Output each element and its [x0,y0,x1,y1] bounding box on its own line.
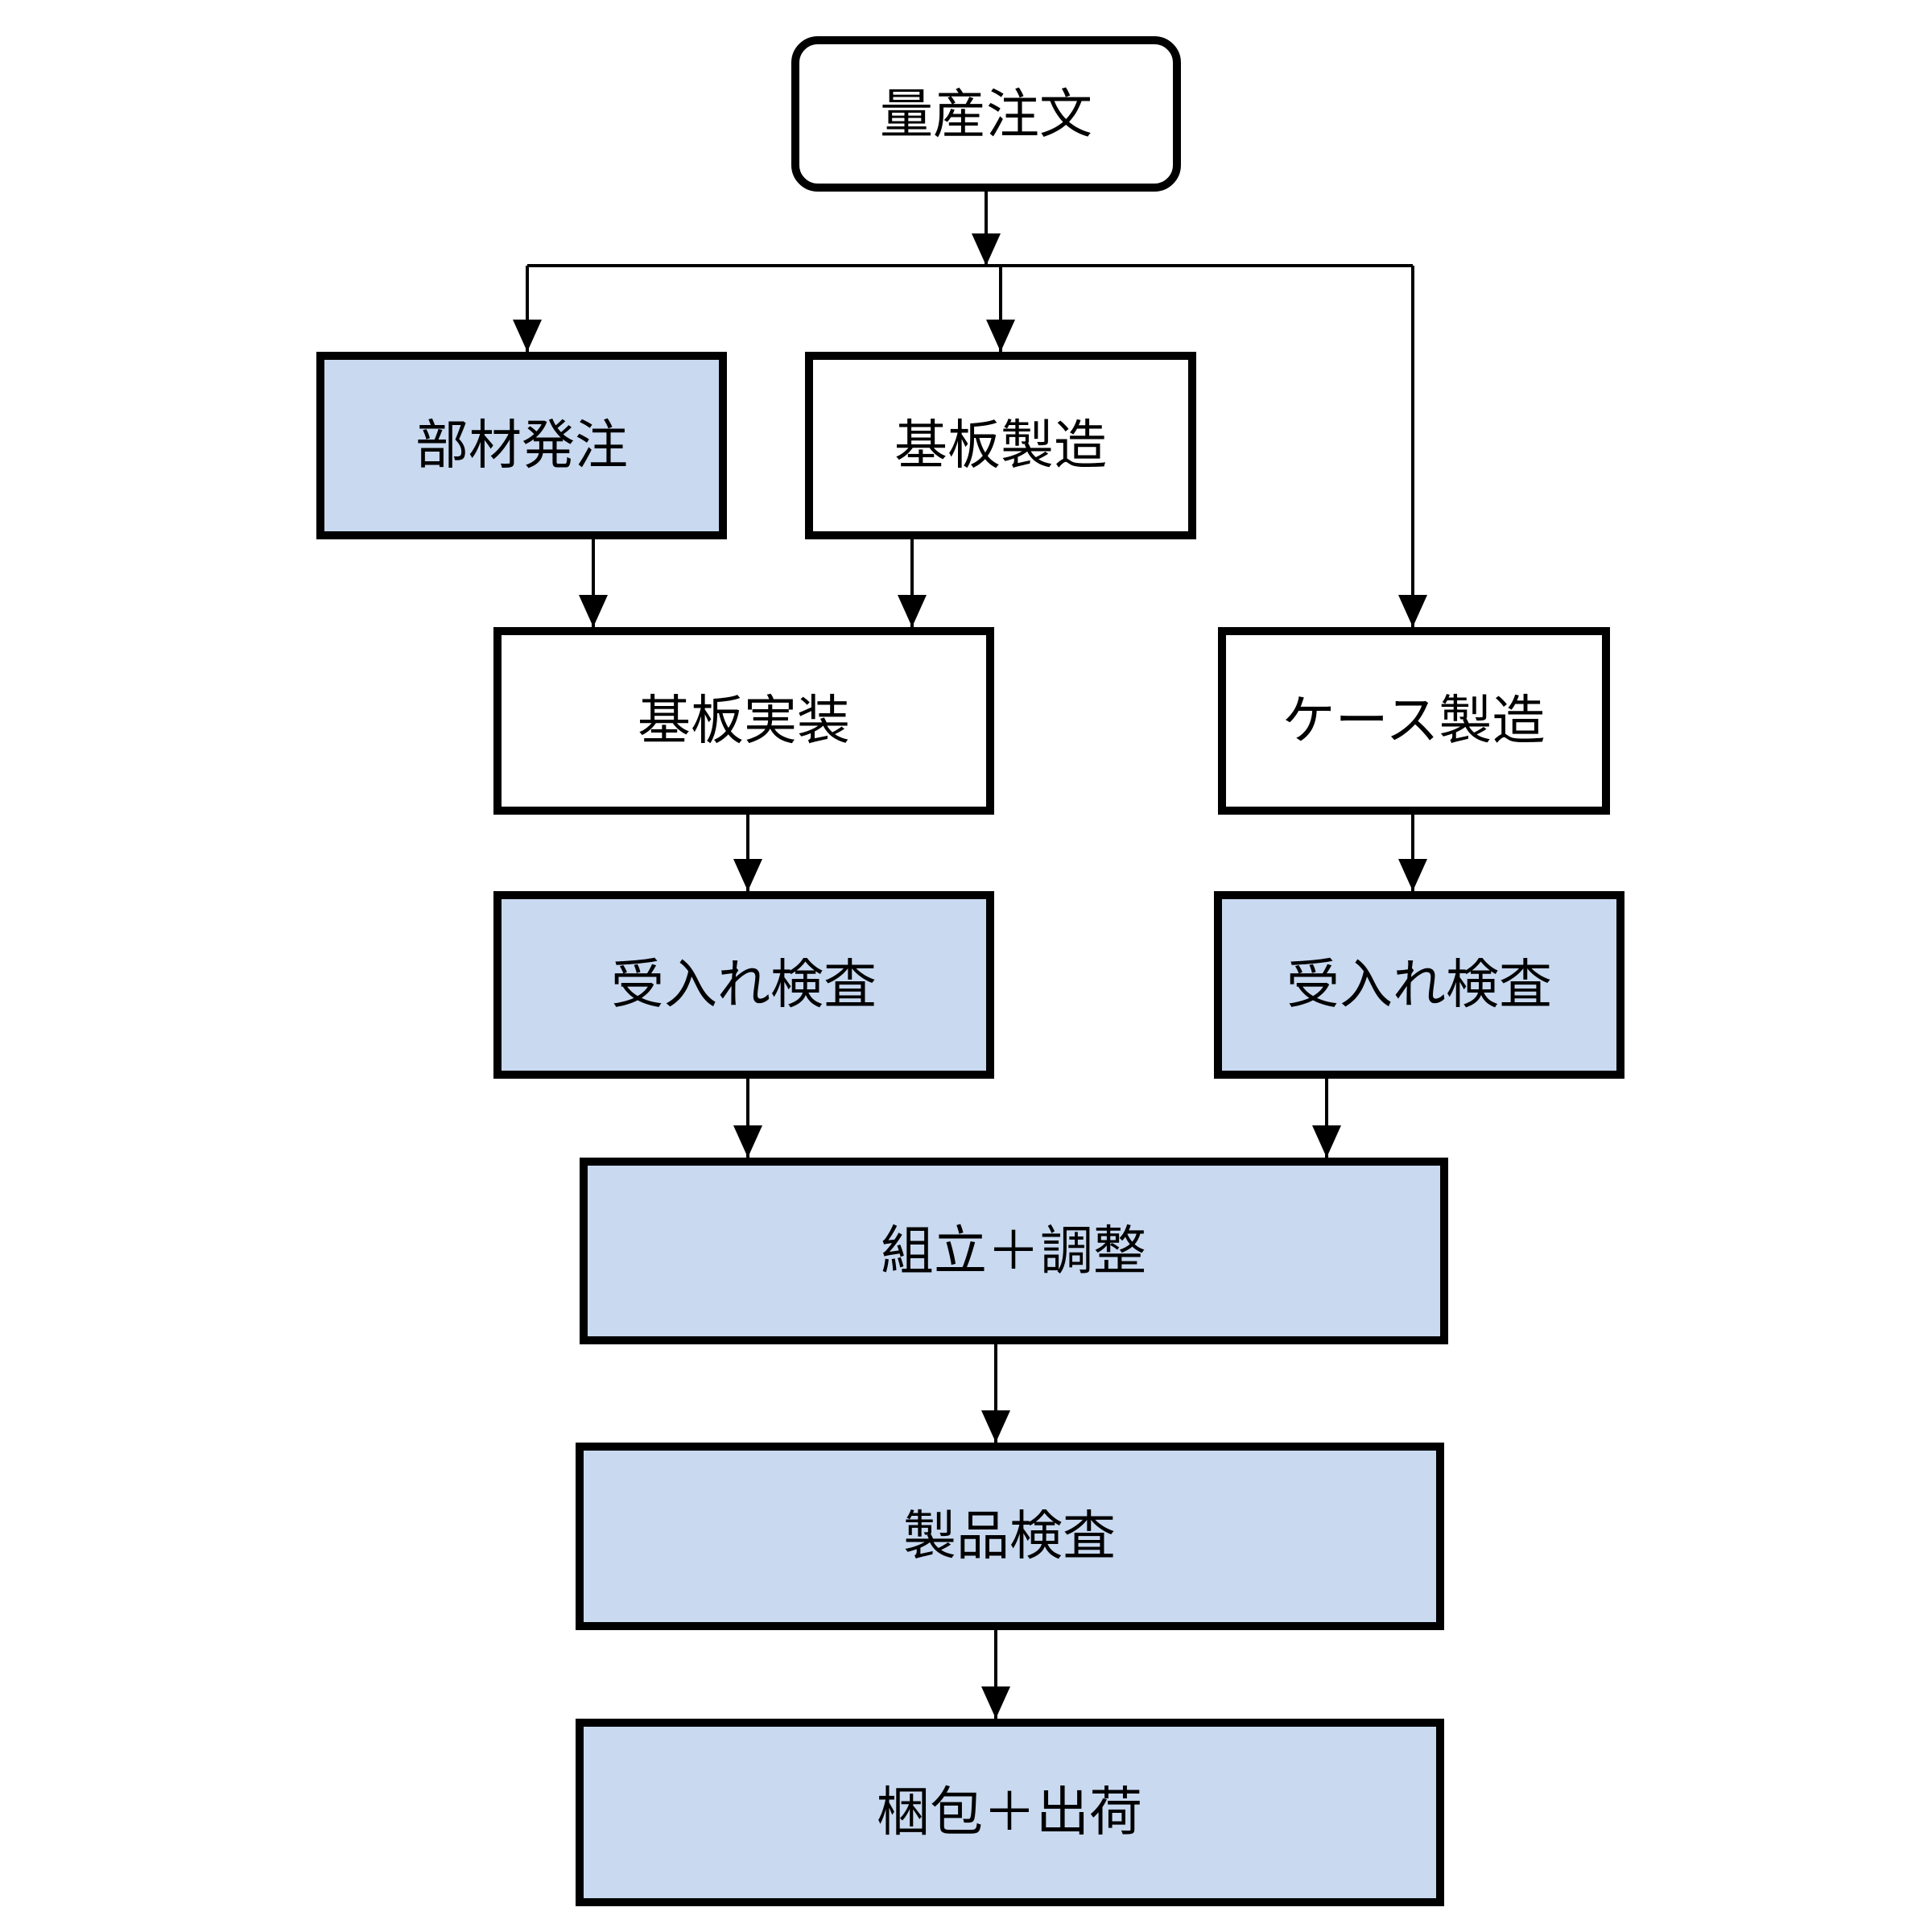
node-pcb-make-label: 基板製造 [894,415,1107,477]
node-parts: 部材発注 [316,352,727,539]
node-case-make: ケース製造 [1218,627,1610,815]
node-case-make-label: ケース製造 [1282,690,1546,752]
node-case-make-box [1218,627,1610,815]
node-assembly-label: 組立＋調整 [881,1220,1146,1282]
node-pcb-make-box [805,352,1196,539]
node-inspect-pcb-label: 受入れ検査 [611,954,877,1016]
node-pcb-mount-box [493,627,994,815]
node-inspect-case-box [1214,891,1624,1079]
node-order: 量産注文 [791,36,1181,192]
node-order-label: 量産注文 [880,84,1092,146]
node-product-check: 製品検査 [576,1443,1444,1630]
node-ship: 梱包＋出荷 [576,1719,1444,1906]
edges [513,188,1427,1719]
node-pcb-make: 基板製造 [805,352,1196,539]
node-order-box [791,36,1181,192]
node-inspect-case-label: 受入れ検査 [1286,954,1552,1016]
node-inspect-case: 受入れ検査 [1214,891,1624,1079]
node-inspect-pcb-box [493,891,994,1079]
node-pcb-mount-label: 基板実装 [638,690,850,752]
node-product-check-box [576,1443,1444,1630]
node-pcb-mount: 基板実装 [493,627,994,815]
node-ship-label: 梱包＋出荷 [877,1781,1142,1843]
node-assembly: 組立＋調整 [580,1158,1448,1344]
node-assembly-box [580,1158,1448,1344]
node-product-check-label: 製品検査 [903,1505,1116,1567]
node-parts-label: 部材発注 [415,415,628,477]
node-ship-box [576,1719,1444,1906]
node-inspect-pcb: 受入れ検査 [493,891,994,1079]
node-parts-box [316,352,727,539]
